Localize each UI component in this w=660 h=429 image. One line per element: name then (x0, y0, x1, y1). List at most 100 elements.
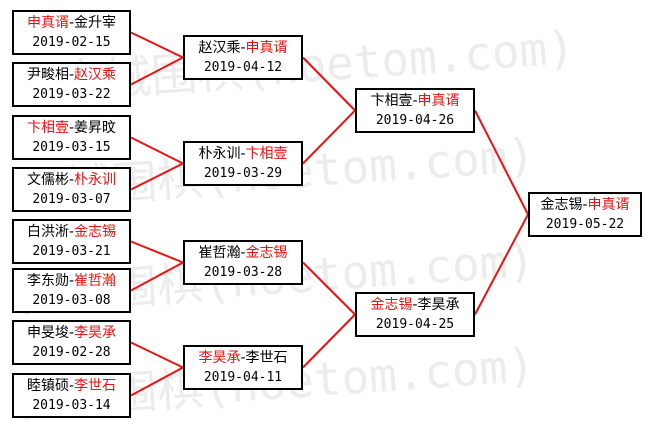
connector-line (474, 110, 529, 215)
match-date: 2019-05-22 (545, 217, 625, 232)
separator: - (68, 15, 75, 31)
player-1: 卞相壹 (370, 93, 413, 109)
player-1: 金志锡 (540, 197, 583, 213)
connector-line (302, 313, 356, 369)
separator: - (240, 146, 246, 162)
separator: - (412, 297, 418, 313)
match-players: 崔哲瀚-金志锡 (185, 244, 301, 263)
match-players: 文儒彬-朴永训 (14, 171, 129, 190)
separator: - (68, 224, 75, 240)
player-2: 金志锡 (74, 224, 117, 240)
match-date: 2019-03-15 (32, 140, 111, 155)
separator: - (68, 378, 75, 394)
match-box: 白洪淅-金志锡 2019-03-21 (12, 219, 131, 264)
player-1: 卞相壹 (26, 120, 69, 136)
separator: - (240, 350, 246, 366)
player-2: 赵汉乘 (74, 67, 117, 83)
match-players: 申真谞-金升宰 (14, 14, 129, 33)
player-2: 申真谞 (587, 197, 630, 213)
match-players: 申旻埈-李昊承 (14, 324, 129, 343)
connector-line (130, 261, 184, 292)
match-players: 朴永训-卞相壹 (185, 145, 301, 164)
match-date: 2019-03-21 (32, 244, 111, 259)
player-2: 金升宰 (74, 15, 117, 31)
player-1: 申真谞 (26, 15, 69, 31)
match-box: 金志锡-李昊承 2019-04-25 (355, 292, 475, 337)
match-box: 卞相壹-姜昇旼 2019-03-15 (12, 115, 131, 160)
player-2: 李昊承 (417, 297, 460, 313)
match-box: 李东勋-崔哲瀚 2019-03-08 (12, 268, 131, 313)
match-date: 2019-03-14 (32, 398, 111, 413)
match-players: 白洪淅-金志锡 (14, 223, 129, 242)
match-date: 2019-03-29 (203, 166, 283, 181)
separator: - (68, 67, 75, 83)
match-date: 2019-04-12 (203, 60, 283, 75)
match-box: 崔哲瀚-金志锡 2019-03-28 (183, 240, 303, 285)
match-players: 金志锡-申真谞 (530, 196, 640, 215)
match-date: 2019-03-07 (32, 192, 111, 207)
player-2: 卞相壹 (245, 146, 288, 162)
separator: - (68, 273, 75, 289)
match-date: 2019-02-15 (32, 35, 111, 50)
match-box: 尹畯相-赵汉乘 2019-03-22 (12, 62, 131, 107)
player-1: 赵汉乘 (198, 40, 241, 56)
connector-line (130, 31, 184, 59)
connector-line (302, 109, 356, 165)
match-players: 卞相壹-姜昇旼 (14, 119, 129, 138)
player-1: 文儒彬 (26, 172, 69, 188)
match-players: 李东勋-崔哲瀚 (14, 272, 129, 291)
match-players: 尹畯相-赵汉乘 (14, 66, 129, 85)
connector-line (130, 240, 184, 264)
connector-line (302, 261, 356, 316)
player-1: 尹畯相 (26, 67, 69, 83)
player-1: 睦镇硕 (26, 378, 69, 394)
match-date: 2019-04-11 (203, 370, 283, 385)
separator: - (68, 325, 75, 341)
match-box: 睦镇硕-李世石 2019-03-14 (12, 373, 131, 418)
match-players: 卞相壹-申真谞 (357, 92, 473, 111)
match-box: 赵汉乘-申真谞 2019-04-12 (183, 35, 303, 80)
connector-line (130, 56, 184, 86)
match-players: 李昊承-李世石 (185, 349, 301, 368)
player-1: 白洪淅 (26, 224, 69, 240)
player-2: 李世石 (245, 350, 288, 366)
connector-line (130, 136, 184, 165)
match-date: 2019-04-25 (375, 317, 455, 332)
player-1: 李东勋 (26, 273, 69, 289)
match-date: 2019-03-22 (32, 87, 111, 102)
connector-line (130, 366, 184, 397)
match-box: 卞相壹-申真谞 2019-04-26 (355, 88, 475, 133)
match-box: 李昊承-李世石 2019-04-11 (183, 345, 303, 390)
player-2: 金志锡 (245, 245, 288, 261)
match-box: 申旻埈-李昊承 2019-02-28 (12, 320, 131, 365)
match-players: 金志锡-李昊承 (357, 296, 473, 315)
match-box: 申真谞-金升宰 2019-02-15 (12, 10, 131, 55)
match-players: 睦镇硕-李世石 (14, 377, 129, 396)
separator: - (68, 172, 75, 188)
player-1: 崔哲瀚 (198, 245, 241, 261)
connector-line (130, 162, 184, 191)
separator: - (582, 197, 588, 213)
player-2: 李昊承 (74, 325, 117, 341)
match-box: 朴永训-卞相壹 2019-03-29 (183, 141, 303, 186)
player-2: 申真谞 (245, 40, 288, 56)
connector-line (130, 341, 184, 369)
separator: - (240, 40, 246, 56)
connector-line (302, 56, 356, 112)
match-date: 2019-03-28 (203, 265, 283, 280)
connector-line (474, 214, 529, 315)
player-1: 朴永训 (198, 146, 241, 162)
match-box: 金志锡-申真谞 2019-05-22 (528, 192, 642, 237)
player-2: 崔哲瀚 (74, 273, 117, 289)
match-date: 2019-04-26 (375, 113, 455, 128)
match-date: 2019-03-08 (32, 293, 111, 308)
player-1: 李昊承 (198, 350, 241, 366)
player-1: 申旻埈 (26, 325, 69, 341)
separator: - (68, 120, 75, 136)
player-1: 金志锡 (370, 297, 413, 313)
player-2: 李世石 (74, 378, 117, 394)
match-date: 2019-02-28 (32, 345, 111, 360)
separator: - (412, 93, 418, 109)
